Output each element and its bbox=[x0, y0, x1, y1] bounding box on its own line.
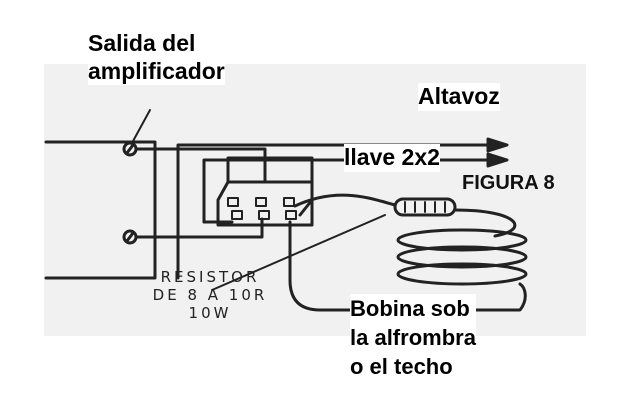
terminal-top bbox=[122, 141, 138, 157]
resistor-line-3: 10W bbox=[188, 304, 232, 322]
terminal-bottom bbox=[122, 229, 138, 245]
label-pointer bbox=[131, 109, 151, 144]
amp-output-line-2: amplificador bbox=[88, 57, 225, 84]
figure-label: FIGURA 8 bbox=[462, 172, 555, 194]
resistor bbox=[211, 193, 457, 291]
resistor-label: RESISTOR DE 8 A 10R 10W bbox=[130, 268, 290, 322]
coil-line-2: la alfrombra bbox=[350, 325, 476, 350]
speaker-label: Altavoz bbox=[418, 83, 500, 111]
coil-label: Bobina sob la alfrombra o el techo bbox=[350, 294, 476, 381]
coil-line-3: o el techo bbox=[350, 354, 453, 379]
amp-output-label: Salida del amplificador bbox=[88, 30, 225, 86]
amp-output-line-1: Salida del bbox=[88, 30, 196, 56]
coil bbox=[288, 208, 528, 312]
switch-2x2 bbox=[134, 147, 314, 239]
switch-label: llave 2x2 bbox=[344, 144, 440, 172]
amplifier-box bbox=[44, 140, 157, 280]
coil-line-1: Bobina sob bbox=[350, 296, 470, 321]
resistor-line-2: DE 8 A 10R bbox=[152, 286, 268, 304]
resistor-line-1: RESISTOR bbox=[160, 268, 260, 286]
